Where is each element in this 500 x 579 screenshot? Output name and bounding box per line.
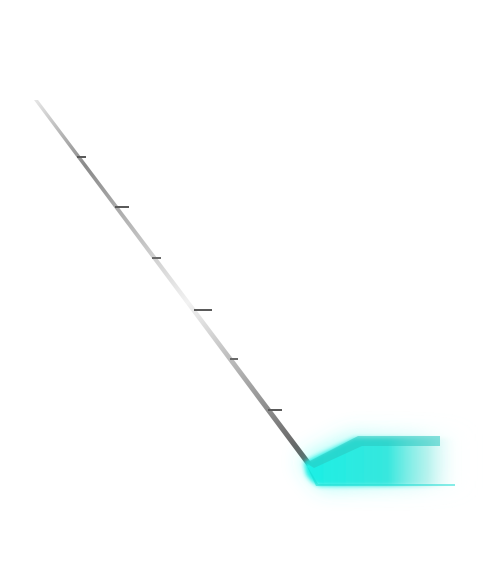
tick-6 [268,409,282,411]
tick-5 [230,358,238,360]
tick-1 [77,156,86,158]
tick-4 [194,309,212,311]
tick-3 [152,257,161,259]
tick-marks [77,156,282,411]
glowing-base [300,434,470,488]
tick-2 [115,206,129,208]
needle-shaft [34,100,313,466]
